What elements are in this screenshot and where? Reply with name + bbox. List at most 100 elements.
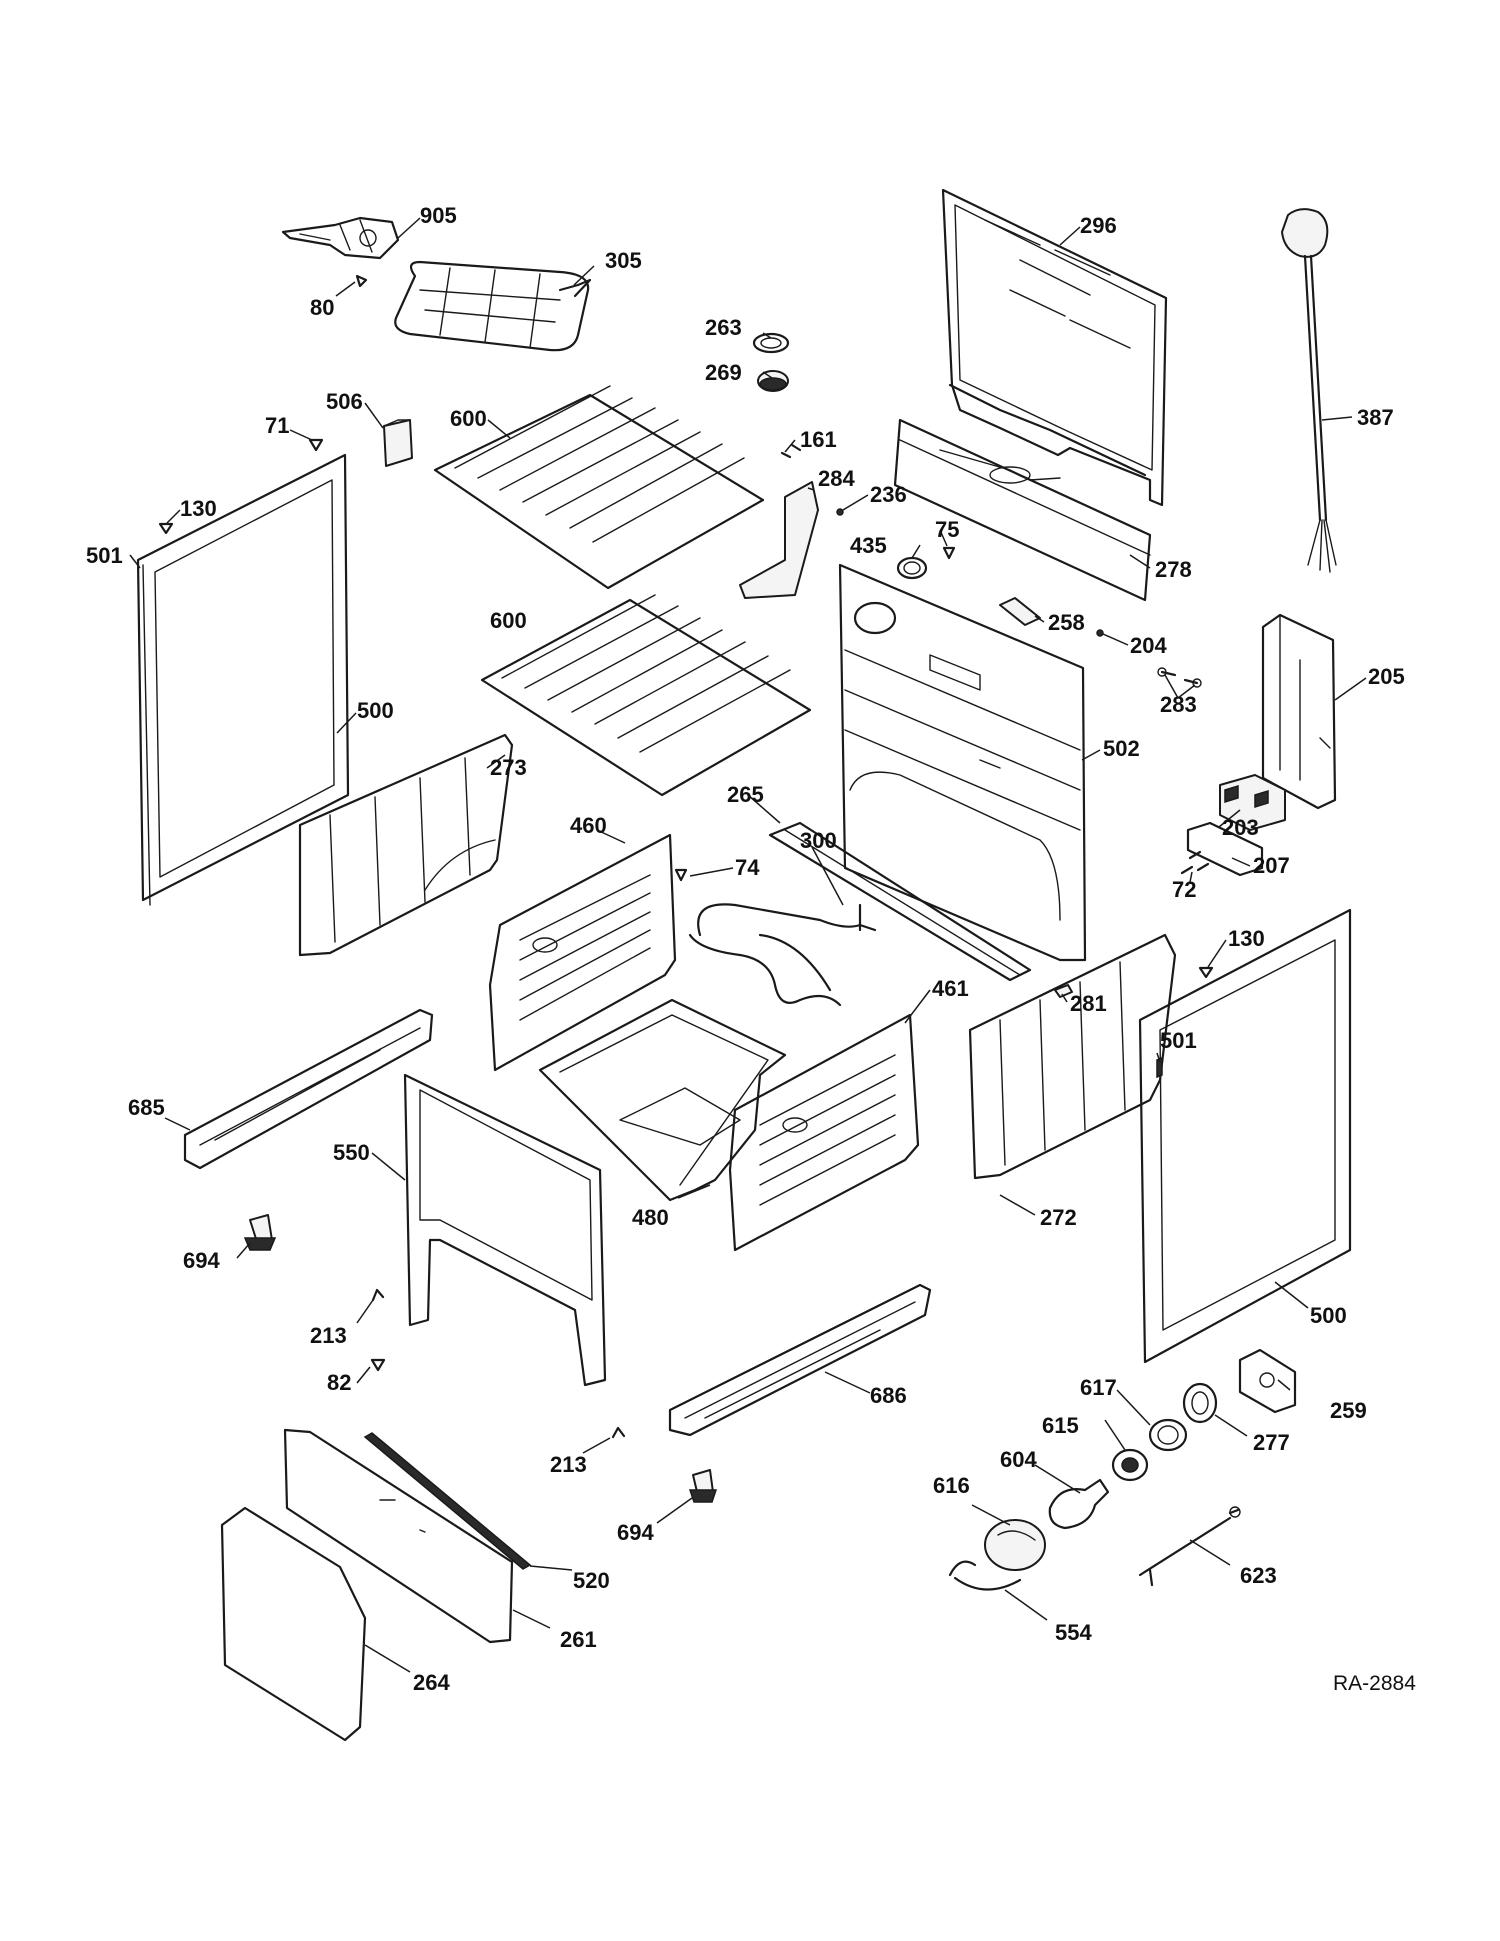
part-501-500-right-side-panel [1138,908,1352,1364]
part-213-clip-right [611,1426,626,1439]
part-213-clip-left [371,1288,385,1302]
part-264-drawer-panel [220,1506,367,1742]
callout-685: 685 [128,1095,165,1120]
callout-130-right: 130 [1228,926,1265,951]
callout-278: 278 [1155,557,1192,582]
callout-905: 905 [420,203,457,228]
callout-269: 269 [705,360,742,385]
callout-283: 283 [1160,692,1197,717]
part-520-trim-strip [363,1432,532,1570]
part-300-bake-element [688,903,877,1007]
callout-461: 461 [932,976,969,1001]
callout-82: 82 [327,1370,351,1395]
part-461-oven-side-right [728,1013,920,1252]
callout-273: 273 [490,755,527,780]
part-685-frame-rail [183,1008,434,1170]
callout-460: 460 [570,813,607,838]
callout-506: 506 [326,389,363,414]
callout-617: 617 [1080,1375,1117,1400]
callout-305: 305 [605,248,642,273]
part-71-screw [308,438,324,452]
callout-130-left: 130 [180,496,217,521]
callout-71: 71 [265,413,289,438]
callout-161: 161 [800,427,837,452]
part-694-leveling-leg-left [243,1214,277,1251]
part-387-wire-harness [1281,208,1337,573]
part-277-gasket [1182,1382,1218,1424]
part-616-lens-cover [984,1519,1046,1571]
callout-213-left: 213 [310,1323,347,1348]
callout-500-left: 500 [357,698,394,723]
part-130-screw-left [158,522,174,535]
callout-296: 296 [1080,213,1117,238]
callout-265: 265 [727,782,764,807]
callout-264: 264 [413,1670,450,1695]
part-258-clip [999,597,1041,626]
part-506-block [383,419,413,467]
callout-72: 72 [1172,877,1196,902]
callout-80: 80 [310,295,334,320]
part-72-screws [1180,850,1210,875]
part-600-oven-rack-lower [480,594,812,797]
part-694-leveling-leg-right [688,1469,718,1503]
part-617-socket-ring [1148,1418,1188,1452]
leader-lines [129,217,1367,1673]
part-604-bulb [1048,1478,1110,1530]
part-273-side-wrap-left [298,733,514,957]
part-305-broil-element [394,260,592,352]
callout-604: 604 [1000,1447,1037,1472]
callout-272: 272 [1040,1205,1077,1230]
callout-284: 284 [818,466,855,491]
part-75-screw [942,546,956,560]
part-261-kick-panel [283,1428,514,1644]
part-296-back-panel [941,188,1168,507]
part-615-socket [1111,1448,1149,1482]
part-203-terminal-block [1219,774,1286,831]
callout-501-right: 501 [1160,1028,1197,1053]
callout-616: 616 [933,1473,970,1498]
part-269-disc [757,370,789,392]
part-259-light-housing [1238,1348,1297,1414]
callout-615: 615 [1042,1413,1079,1438]
callout-205: 205 [1368,664,1405,689]
callout-500-right: 500 [1310,1303,1347,1328]
part-550-front-frame [403,1073,607,1387]
callout-686: 686 [870,1383,907,1408]
part-502-oven-rear-wall [838,563,1087,962]
callout-261: 261 [560,1627,597,1652]
part-205-bracket [1261,613,1337,810]
callout-277: 277 [1253,1430,1290,1455]
part-161-clips [780,443,802,459]
callout-263: 263 [705,315,742,340]
callout-694-right: 694 [617,1520,654,1545]
callout-75: 75 [935,517,959,542]
part-263-ring [752,332,790,354]
callout-236: 236 [870,482,907,507]
callout-259: 259 [1330,1398,1367,1423]
callout-213-right: 213 [550,1452,587,1477]
part-554-wire-clip [948,1560,1022,1591]
callout-74: 74 [735,855,760,880]
part-480-oven-bottom [538,998,787,1202]
callout-281: 281 [1070,991,1107,1016]
part-283-fasteners [1157,667,1202,688]
callout-labels: 905 80 305 263 269 296 387 71 506 600 16… [86,203,1405,1695]
part-265-rail [768,821,1032,982]
part-236-screw [836,508,844,516]
part-905-thermostat [281,216,400,260]
part-207-bracket [1186,821,1264,877]
callout-207: 207 [1253,853,1290,878]
callout-554: 554 [1055,1620,1092,1645]
callout-204: 204 [1130,633,1167,658]
callout-300: 300 [800,828,837,853]
callout-623: 623 [1240,1563,1277,1588]
part-272-side-wrap-right [968,933,1177,1180]
part-130-screw-right [1198,966,1214,979]
part-460-oven-side-left [488,833,677,1072]
callout-435: 435 [850,533,887,558]
callout-502: 502 [1103,736,1140,761]
part-284-bracket [739,481,819,599]
reference-code: RA-2884 [1333,1672,1416,1695]
callout-600-upper: 600 [450,406,487,431]
